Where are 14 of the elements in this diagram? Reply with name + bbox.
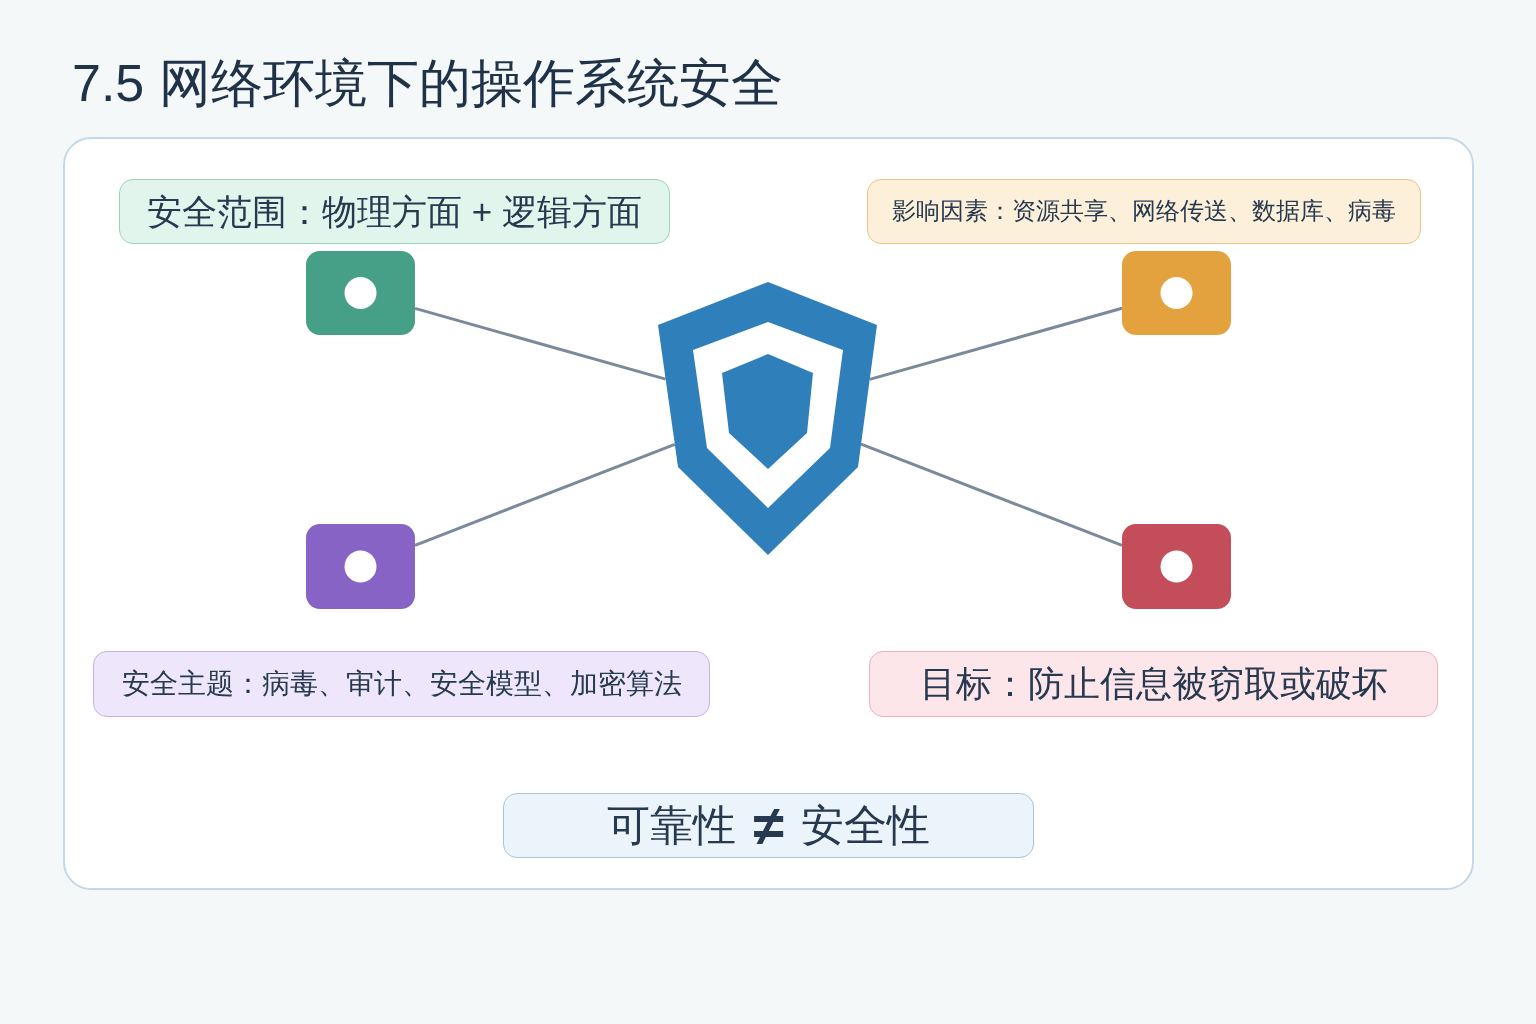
info-card: 安全主题：病毒、审计、安全模型、加密算法 [93, 651, 710, 717]
dot-tile-icon [1122, 524, 1231, 609]
dot-tile-icon [306, 524, 415, 609]
info-card: 影响因素：资源共享、网络传送、数据库、病毒 [867, 179, 1421, 244]
connector-line [860, 442, 1123, 547]
comparison-card: 可靠性 ≠ 安全性 [503, 793, 1034, 858]
dot-tile-icon [1122, 251, 1231, 335]
info-card: 安全范围：物理方面 + 逻辑方面 [119, 179, 670, 244]
connector-line [414, 442, 676, 547]
connector-line [869, 306, 1123, 381]
connector-line [414, 306, 666, 381]
info-card: 目标：防止信息被窃取或破坏 [869, 651, 1438, 717]
dot-tile-icon [306, 251, 415, 335]
title: 7.5 网络环境下的操作系统安全 [72, 53, 783, 114]
